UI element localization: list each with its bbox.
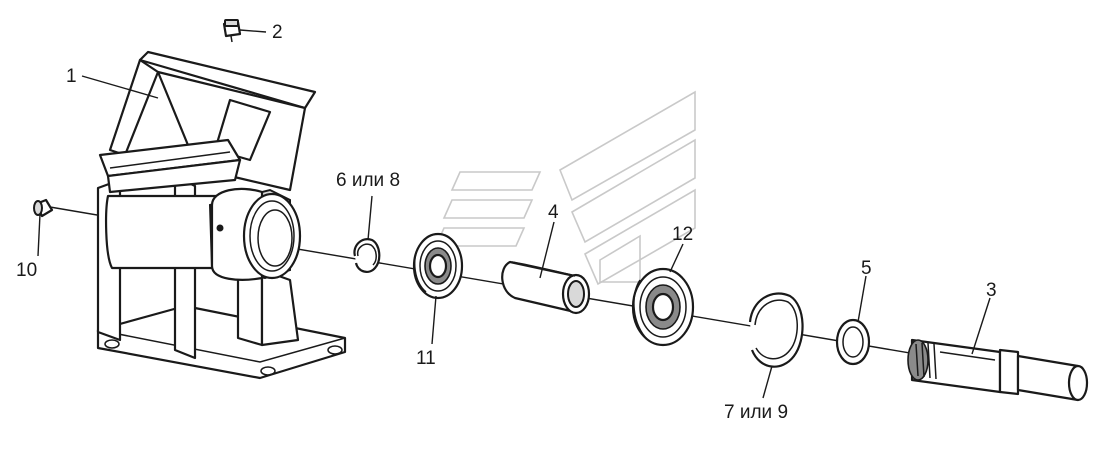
callout-5: 5 bbox=[861, 258, 872, 279]
callout-7-or-9: 7 или 9 bbox=[724, 402, 788, 423]
fitting-part-10 bbox=[33, 198, 54, 218]
bearing-part-11 bbox=[412, 232, 464, 300]
callout-4: 4 bbox=[548, 202, 559, 223]
shaft-part-3 bbox=[907, 338, 1089, 402]
retaining-ring-part-7 bbox=[748, 292, 804, 368]
washer-part-5 bbox=[835, 318, 871, 366]
callout-11: 11 bbox=[416, 348, 436, 369]
callout-10: 10 bbox=[16, 260, 37, 281]
fitting-part-2 bbox=[222, 19, 242, 43]
callout-2: 2 bbox=[272, 22, 283, 43]
housing-part-1 bbox=[96, 50, 347, 380]
callout-12: 12 bbox=[672, 224, 693, 245]
sleeve-part-4 bbox=[501, 260, 591, 315]
watermark-logo bbox=[434, 90, 696, 286]
callout-1: 1 bbox=[66, 66, 77, 87]
callout-3: 3 bbox=[986, 280, 997, 301]
callout-6-or-8: 6 или 8 bbox=[336, 170, 400, 191]
leader-lines bbox=[37, 29, 991, 399]
bearing-part-12 bbox=[631, 267, 695, 347]
retaining-ring-part-6 bbox=[353, 238, 381, 273]
